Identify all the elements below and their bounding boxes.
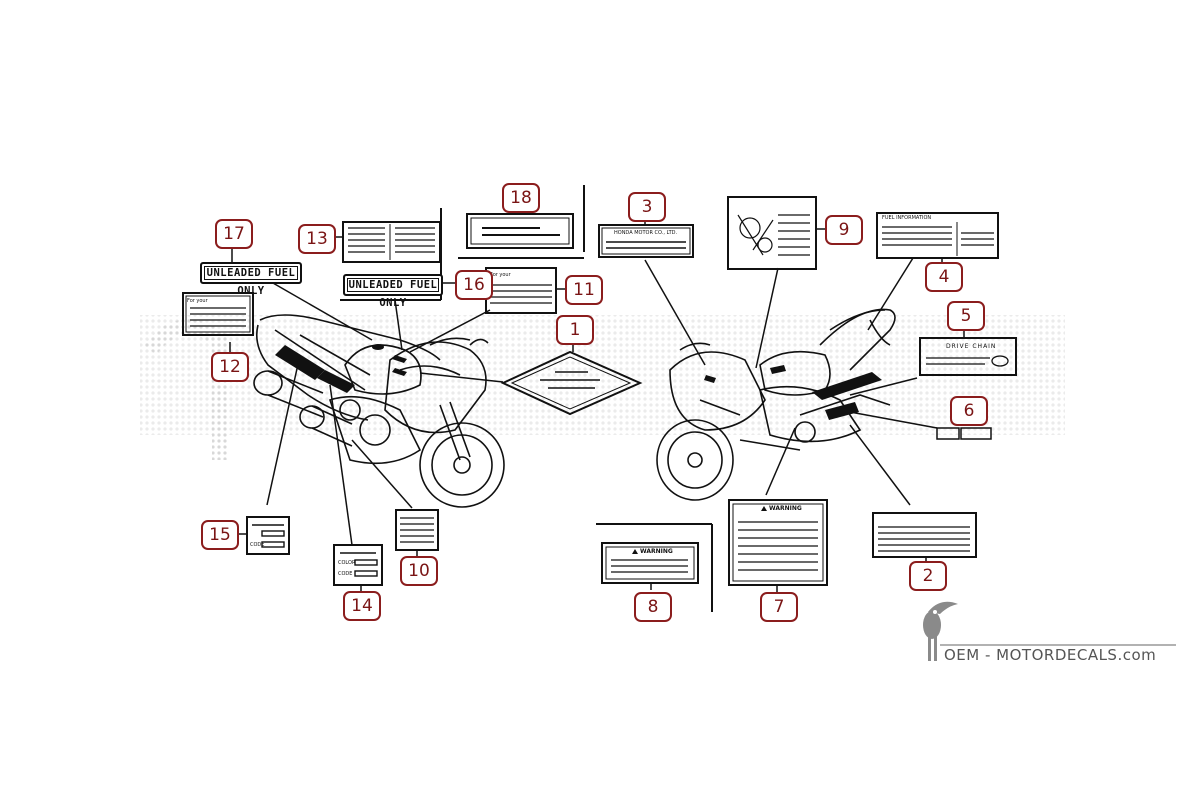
drive-chain-decal-text: DRIVE CHAIN xyxy=(946,343,997,350)
color-decal-text: COLOR xyxy=(338,560,356,566)
callout-18[interactable]: 18 xyxy=(502,183,540,213)
right-motorcycle-drawing xyxy=(656,308,896,501)
callout-6[interactable]: 6 xyxy=(950,396,988,426)
callout-13[interactable]: 13 xyxy=(298,224,336,254)
callout-7[interactable]: 7 xyxy=(760,592,798,622)
callout-16[interactable]: 16 xyxy=(455,270,493,300)
callout-2[interactable]: 2 xyxy=(909,561,947,591)
warning-decal-text: WARNING xyxy=(769,505,802,512)
for-your-decal-text: For your xyxy=(490,272,511,278)
honda-motor-decal-text: HONDA MOTOR CO., LTD. xyxy=(614,230,678,236)
callout-12[interactable]: 12 xyxy=(211,352,249,382)
callout-4[interactable]: 4 xyxy=(925,262,963,292)
left-bike-dark-panels xyxy=(275,344,407,393)
background-watermark xyxy=(140,315,1065,460)
callout-11[interactable]: 11 xyxy=(565,275,603,305)
callout-10[interactable]: 10 xyxy=(400,556,438,586)
code-decal-text: CODE xyxy=(338,571,353,577)
callout-17[interactable]: 17 xyxy=(215,219,253,249)
watermark-text: OEM - MOTORDECALS.com xyxy=(944,646,1157,664)
callout-14[interactable]: 14 xyxy=(343,591,381,621)
callout-1[interactable]: 1 xyxy=(556,315,594,345)
callout-9[interactable]: 9 xyxy=(825,215,863,245)
warning-triangle-icons xyxy=(632,506,767,554)
toucan-logo-icon xyxy=(923,601,958,661)
unleaded-fuel-decal: UNLEADED FUEL ONLY xyxy=(343,274,443,309)
callout-8[interactable]: 8 xyxy=(634,592,672,622)
left-motorcycle-drawing xyxy=(253,314,505,508)
unleaded-fuel-decal: UNLEADED FUEL ONLY xyxy=(200,262,302,297)
decal-drawings xyxy=(182,196,1017,586)
callout-15[interactable]: 15 xyxy=(201,520,239,550)
code-decal-text: CODE xyxy=(250,542,265,548)
for-your-decal-text: For your xyxy=(187,298,208,304)
right-bike-dark-panels xyxy=(704,365,882,420)
fuel-information-decal-text: FUEL INFORMATION xyxy=(882,215,932,221)
warning-decal-text: WARNING xyxy=(640,548,673,555)
callout-3[interactable]: 3 xyxy=(628,192,666,222)
leader-lines xyxy=(229,218,965,592)
callout-5[interactable]: 5 xyxy=(947,301,985,331)
